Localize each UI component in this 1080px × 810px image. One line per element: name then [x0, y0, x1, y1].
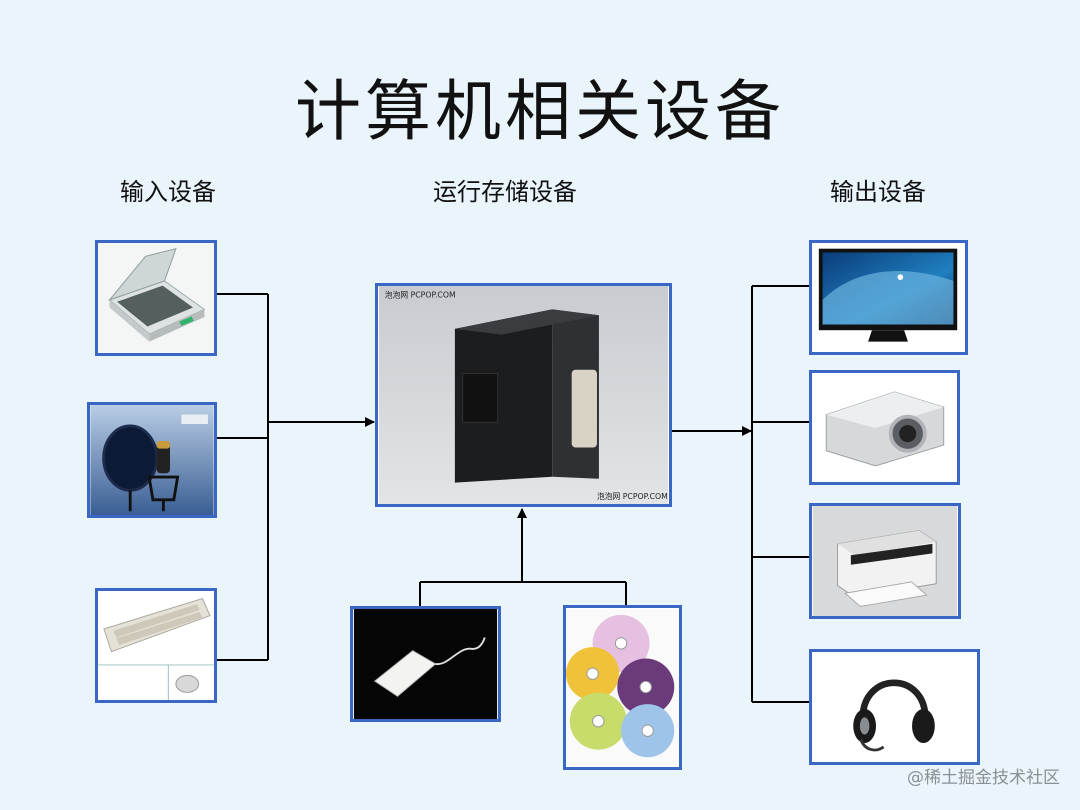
- optical-discs-photo: [563, 605, 682, 770]
- page-title: 计算机相关设备: [295, 73, 785, 150]
- projector-icon: [812, 373, 957, 482]
- headset-icon: [813, 652, 976, 762]
- keyboard-mouse-photo: [95, 588, 217, 703]
- photo-caption-bottom: 泡泡网 PCPOP.COM: [597, 491, 668, 501]
- printer-photo: [809, 503, 961, 619]
- external-drive-icon: [353, 609, 498, 719]
- external-drive-photo: [350, 606, 501, 722]
- printer-icon: [812, 506, 958, 616]
- projector-photo: [809, 370, 960, 485]
- scanner-photo: [95, 240, 217, 356]
- microphone-icon: [90, 405, 214, 515]
- output-devices-label: 输出设备: [830, 178, 926, 206]
- desktop-tower-photo: 泡泡网 PCPOP.COM 泡泡网 PCPOP.COM: [375, 283, 672, 507]
- monitor-photo: [809, 240, 968, 355]
- scanner-icon: [98, 243, 214, 353]
- optical-discs-icon: [566, 609, 679, 766]
- input-devices-label: 输入设备: [120, 178, 216, 206]
- storage-devices-label: 运行存储设备: [433, 178, 577, 206]
- keyboard-mouse-icon: [98, 591, 214, 700]
- watermark-text: @稀土掘金技术社区: [907, 768, 1060, 788]
- desktop-tower-icon: 泡泡网 PCPOP.COM 泡泡网 PCPOP.COM: [378, 286, 669, 504]
- monitor-icon: [813, 243, 964, 352]
- microphone-photo: [87, 402, 217, 518]
- photo-caption-top: 泡泡网 PCPOP.COM: [385, 290, 456, 300]
- headset-photo: [809, 649, 980, 765]
